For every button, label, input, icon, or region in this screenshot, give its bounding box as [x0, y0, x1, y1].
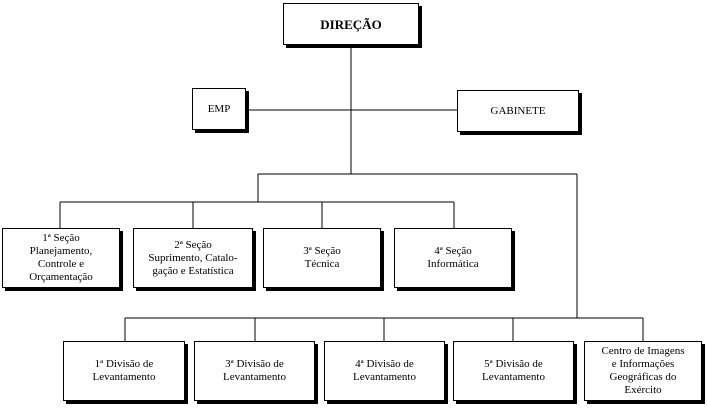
gabinete-box: GABINETE	[457, 90, 579, 132]
direcao-box: DIREÇÃO	[283, 3, 419, 45]
emp-box: EMP	[192, 88, 246, 130]
division-box-3: 4ª Divisão de Levantamento	[324, 341, 445, 401]
emp-label: EMP	[207, 102, 231, 115]
section-box-2: 2ª Seção Suprimento, Catalo- gação e Est…	[133, 228, 253, 288]
section-label-1: 1ª Seção Planejamento, Controle e Orçame…	[29, 232, 93, 283]
division-box-4: 5ª Divisão de Levantamento	[453, 341, 574, 401]
division-label-1: 1ª Divisão de Levantamento	[92, 358, 156, 383]
division-label-5: Centro de Imagens e Informações Geográfi…	[601, 345, 685, 396]
division-label-4: 5ª Divisão de Levantamento	[482, 358, 545, 383]
section-label-3: 3ª Seção Técnica	[303, 245, 341, 270]
section-box-3: 3ª Seção Técnica	[263, 228, 381, 288]
gabinete-label: GABINETE	[490, 104, 546, 117]
division-box-5: Centro de Imagens e Informações Geográfi…	[584, 341, 702, 401]
section-box-4: 4ª Seção Informática	[394, 228, 512, 288]
section-box-1: 1ª Seção Planejamento, Controle e Orçame…	[2, 228, 120, 288]
division-label-3: 4ª Divisão de Levantamento	[353, 358, 416, 383]
division-box-1: 1ª Divisão de Levantamento	[63, 341, 185, 401]
section-label-4: 4ª Seção Informática	[427, 245, 479, 270]
division-label-2: 3ª Divisão de Levantamento	[223, 358, 286, 383]
direcao-label: DIREÇÃO	[320, 16, 382, 32]
division-box-2: 3ª Divisão de Levantamento	[194, 341, 315, 401]
section-label-2: 2ª Seção Suprimento, Catalo- gação e Est…	[148, 238, 238, 277]
